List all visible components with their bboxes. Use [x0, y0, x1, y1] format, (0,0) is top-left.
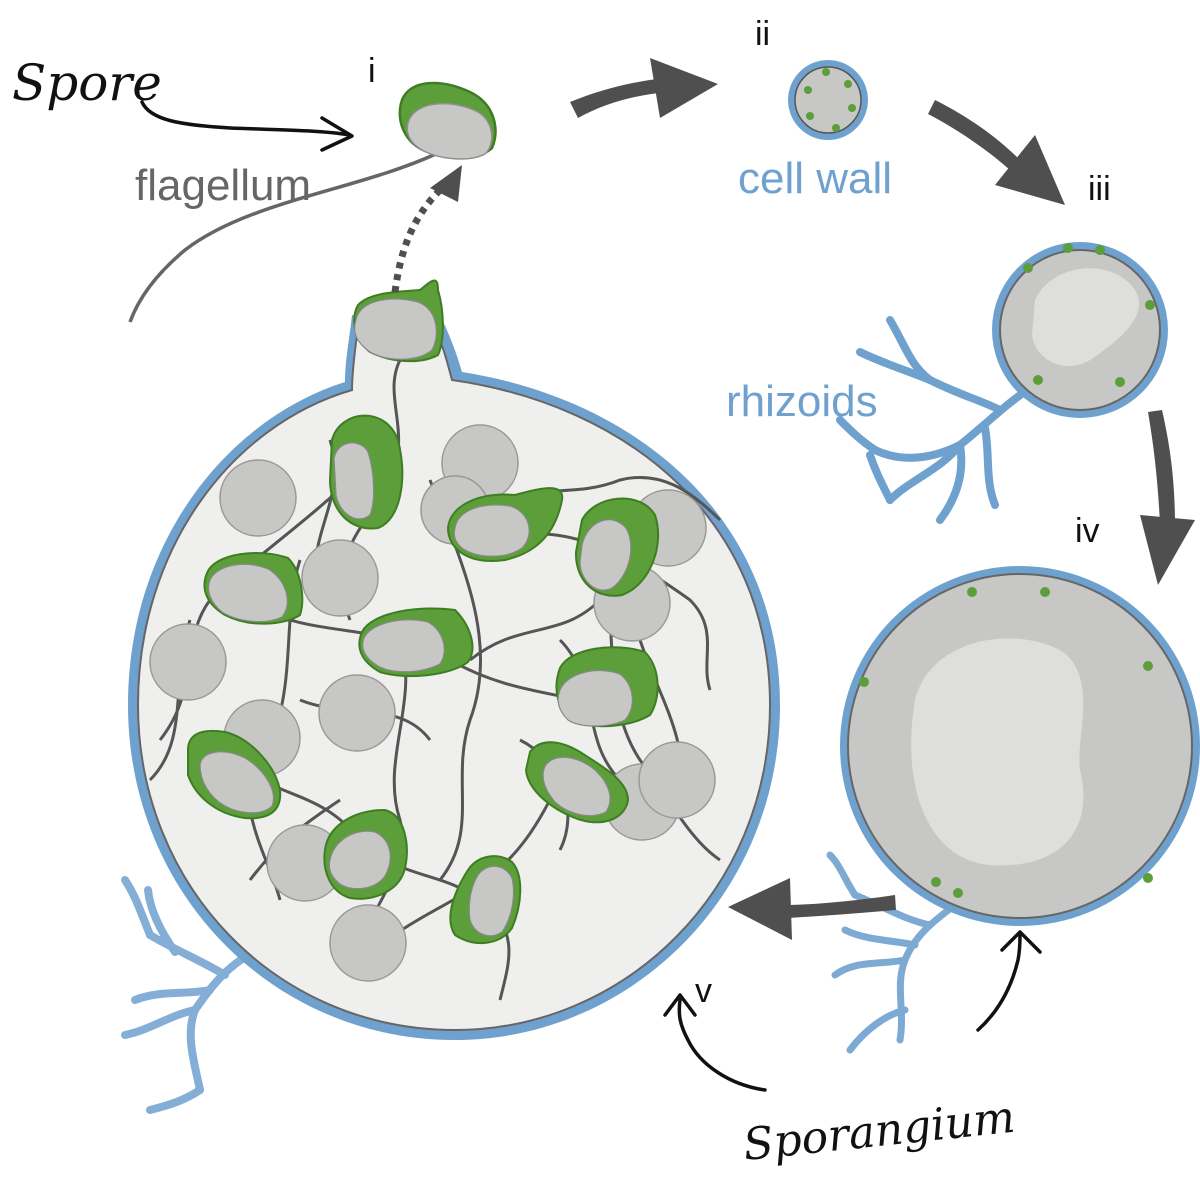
zoospore-10: [449, 855, 522, 945]
zoospore-1: [328, 414, 404, 530]
handwritten-spore: Spore: [12, 54, 162, 112]
label-rhizoids: rhizoids: [726, 377, 878, 426]
stage-v-zoosporangium: [121, 279, 780, 1114]
thallus-chloro-dots: [1023, 243, 1155, 387]
cyst-chloro-dots: [804, 68, 856, 132]
zoospore-4: [203, 552, 304, 625]
spore-pointer-arrow: [140, 100, 352, 137]
spore-flagellum: [128, 150, 441, 323]
label-cell-wall: cell wall: [738, 154, 892, 203]
label-stage-iii: iii: [1088, 170, 1111, 208]
label-stage-ii: ii: [755, 15, 770, 53]
stage-iv-vacuole: [911, 638, 1084, 866]
spore-pointer-head: [320, 116, 354, 152]
stage-v-rhizoids: [121, 876, 266, 1114]
arrow-iii-to-iv: [1140, 410, 1195, 585]
flagellated-zoospores: [187, 279, 660, 945]
label-flagellum: flagellum: [135, 161, 311, 210]
zoospore-2: [446, 487, 564, 562]
sporangium-pointer-left: [677, 998, 767, 1092]
zoospore-7: [187, 730, 282, 820]
stage-i-spore: [128, 81, 497, 323]
arrow-i-to-ii: [570, 58, 718, 118]
arrow-release-dotted: [391, 165, 462, 293]
stage-iv-sporangium: [826, 566, 1200, 1054]
sporangium-pointer-right-head: [1000, 930, 1042, 954]
stage-iii-rhizoids: [836, 316, 1034, 524]
zoospore-5: [358, 607, 474, 678]
zoospore-8: [524, 741, 630, 824]
sporangium-pointer-left-head: [663, 993, 697, 1017]
stage-ii-cyst: [788, 60, 868, 140]
escaping-zoospore: [353, 279, 444, 363]
label-stage-iv: iv: [1075, 512, 1100, 550]
zoospore-6: [555, 646, 659, 728]
arrow-ii-to-iii: [928, 100, 1065, 205]
stage-iv-rhizoids: [826, 851, 959, 1054]
stage-iii-vacuole: [1032, 268, 1139, 366]
cycle-arrows: [391, 58, 1195, 940]
handwritten-sporangium: Sporangium: [741, 1092, 1018, 1171]
label-stage-v: v: [695, 972, 712, 1010]
printed-labels: i ii iii iv v flagellum cell wall rhizoi…: [135, 15, 1111, 1010]
zoospore-9: [323, 808, 408, 900]
arrow-iv-to-v: [728, 878, 896, 940]
spore-body: [406, 102, 493, 160]
stage-iii-thallus: [836, 242, 1168, 524]
zoospore-3: [574, 497, 660, 597]
label-stage-i: i: [368, 52, 376, 90]
sporangium-chloro-dots: [859, 587, 1153, 898]
sporangium-pointer-right: [976, 933, 1022, 1032]
